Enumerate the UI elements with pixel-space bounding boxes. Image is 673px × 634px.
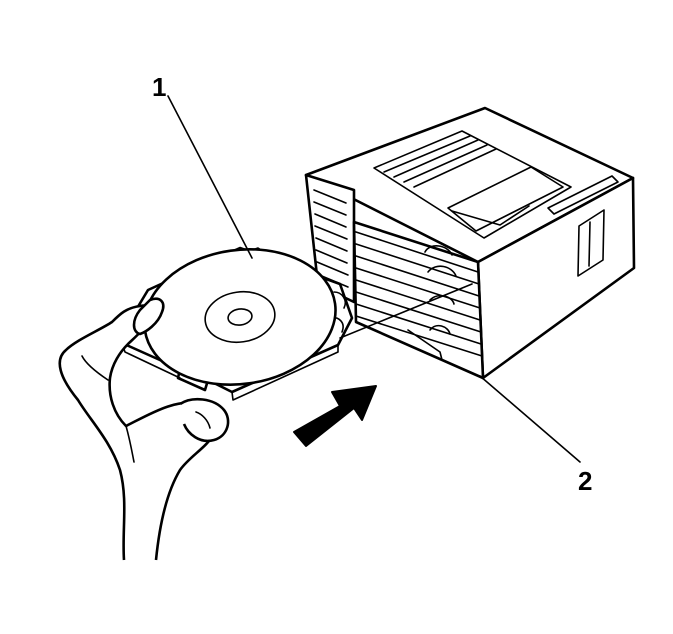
callout-2-label: 2 — [578, 466, 592, 496]
callout-2-leader — [479, 375, 581, 463]
insertion-arrow — [293, 385, 377, 447]
tray-pointer-line — [339, 283, 473, 339]
callout-1-leader — [167, 95, 253, 259]
callout-2: 2 — [339, 283, 592, 496]
callout-1: 1 — [152, 72, 253, 259]
tray-stack — [352, 220, 485, 380]
callout-1-label: 1 — [152, 72, 166, 102]
hand-illustration — [58, 297, 230, 561]
cd-magazine-housing — [304, 106, 636, 380]
compact-disc — [143, 248, 337, 386]
